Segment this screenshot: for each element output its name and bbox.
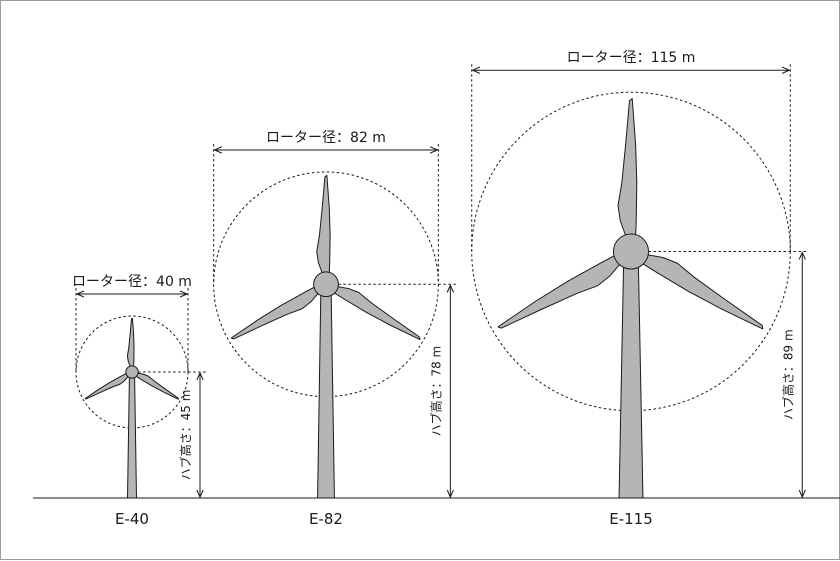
blade-2: [134, 372, 179, 400]
turbine-name: E-40: [115, 510, 149, 528]
rotor-circle: [75, 315, 189, 429]
blade-3: [84, 372, 130, 400]
hub: [313, 271, 339, 298]
turbine-e-40: ローター径：40 m ハブ高さ：45 m E-40: [72, 274, 206, 528]
blade-3: [497, 253, 622, 329]
hub: [125, 365, 139, 379]
blade-1: [617, 98, 638, 239]
rotor-diameter-label: ローター径：40 m: [72, 274, 192, 290]
turbines-group: ローター径：40 m ハブ高さ：45 m E-40 ローター径：82 m ハブ高さ：78…: [72, 50, 809, 528]
turbine-e-115: ローター径：115 m ハブ高さ：89 m E-115: [471, 50, 809, 528]
blade-1: [316, 174, 331, 275]
tower: [126, 371, 138, 499]
tower: [618, 250, 644, 499]
blade-2: [332, 285, 421, 341]
hub: [612, 233, 650, 270]
rotor-diameter-label: ローター径：115 m: [567, 50, 696, 66]
hub-height-label: ハブ高さ：89 m: [780, 329, 795, 420]
blade-1: [126, 317, 135, 368]
rotor-diameter-label: ローター径：82 m: [266, 130, 386, 146]
blade-3: [230, 285, 320, 340]
blade-2: [640, 253, 764, 330]
turbine-e-82: ローター径：82 m ハブ高さ：78 m E-82: [213, 130, 457, 528]
tower: [317, 283, 335, 499]
turbine-name: E-115: [609, 510, 653, 528]
hub-height-label: ハブ高さ：78 m: [428, 346, 443, 437]
hub-height-label: ハブ高さ：45 m: [178, 390, 193, 481]
turbine-name: E-82: [309, 510, 343, 528]
